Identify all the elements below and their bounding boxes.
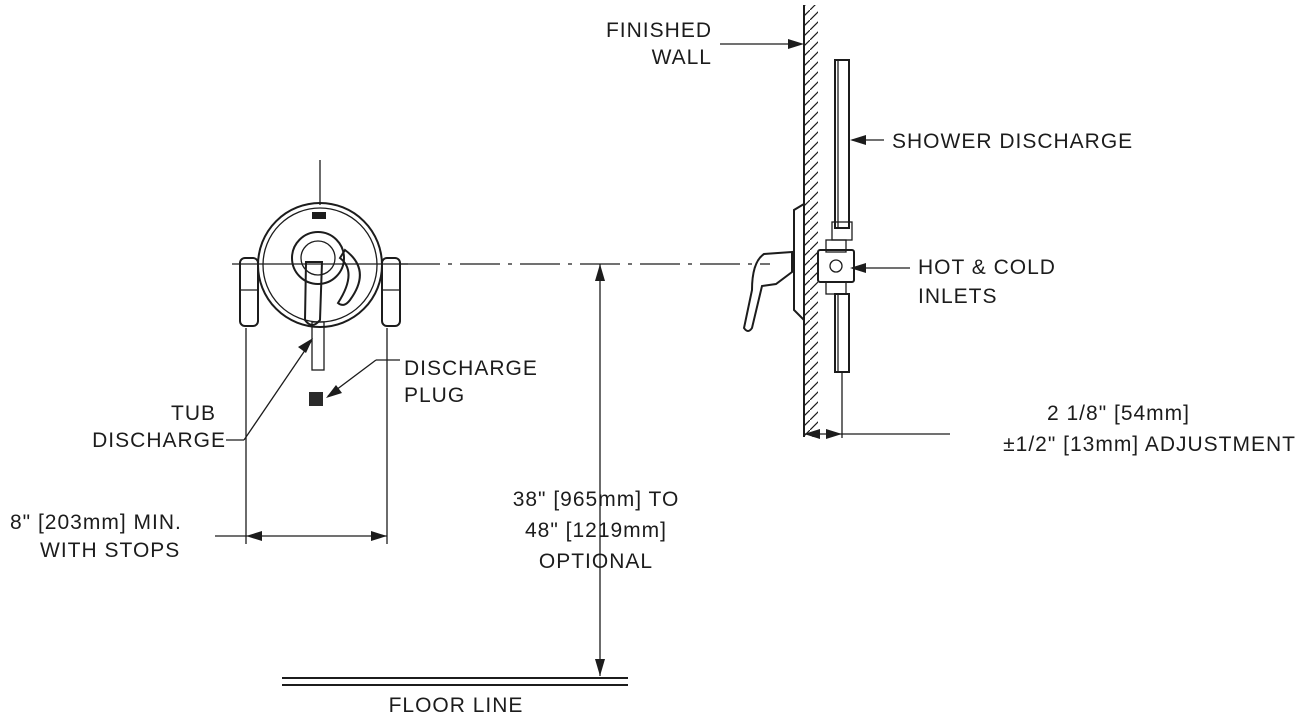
stops-width-label: 8" [203mm] MIN. <box>10 511 182 534</box>
tub-discharge-label: TUB <box>171 402 216 425</box>
temperature-arc-icon <box>336 248 361 306</box>
discharge-plug-leader <box>326 359 400 398</box>
side-trim-plate <box>793 203 805 321</box>
left-stop-icon <box>239 257 259 327</box>
discharge-plug-label-line2: PLUG <box>404 384 465 407</box>
shower-discharge-leader <box>850 135 884 145</box>
floor-line <box>282 677 628 686</box>
mount-height-label: 38" [965mm] TO <box>513 488 680 511</box>
lower-inlet-pipe <box>834 293 850 373</box>
side-valve-body <box>817 239 855 295</box>
mount-height-label-line2: 48" [1219mm] <box>525 519 667 542</box>
tub-discharge-label-line2: DISCHARGE <box>92 429 226 452</box>
hot-cold-inlets-label: HOT & COLD <box>918 256 1056 279</box>
tub-discharge-stem <box>311 321 325 371</box>
side-lever-handle-icon <box>742 250 793 332</box>
escutcheon-logo-mark <box>312 212 326 219</box>
mounting-height-dimension <box>595 264 605 676</box>
tub-discharge-leader <box>226 338 313 441</box>
shower-discharge-label: SHOWER DISCHARGE <box>892 130 1133 153</box>
finished-wall-label-line2: WALL <box>652 46 712 69</box>
right-stop-icon <box>381 257 401 327</box>
finished-wall-leader <box>720 39 804 49</box>
finished-wall-label: FINISHED <box>606 19 712 42</box>
floor-line-label: FLOOR LINE <box>389 694 524 717</box>
lever-handle-icon <box>303 261 324 326</box>
inlets-leader <box>850 263 910 273</box>
mount-height-label-line3: OPTIONAL <box>539 550 653 573</box>
shower-discharge-pipe <box>831 59 853 241</box>
stops-width-label-line2: WITH STOPS <box>40 539 180 562</box>
wall-offset-label: 2 1/8" [54mm] <box>1047 402 1190 425</box>
wall-offset-dimension <box>804 372 950 439</box>
wall-offset-label-line2: ±1/2" [13mm] ADJUSTMENT <box>1003 433 1296 456</box>
stops-width-dimension <box>215 328 388 544</box>
discharge-plug-icon <box>309 392 323 406</box>
front-view-valve <box>232 160 408 406</box>
hot-cold-inlets-label-line2: INLETS <box>918 285 998 308</box>
finished-wall <box>803 5 818 437</box>
discharge-plug-label: DISCHARGE <box>404 357 538 380</box>
